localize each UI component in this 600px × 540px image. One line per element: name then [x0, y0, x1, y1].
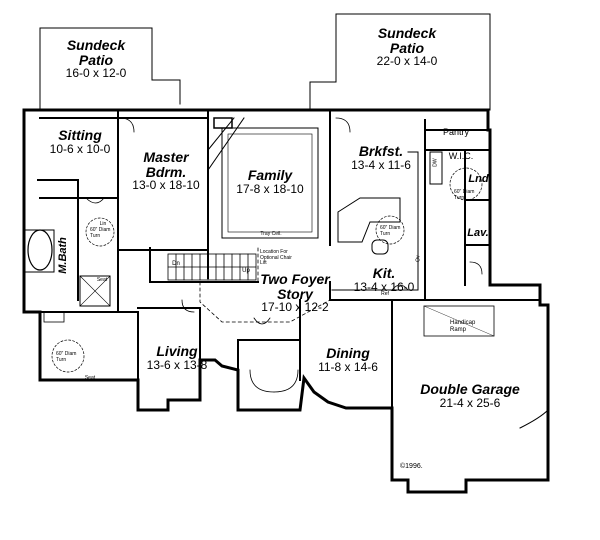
handicap-ramp: [423, 305, 495, 337]
turn-circle-kitchen: [375, 215, 405, 245]
dishwasher-label: DW: [432, 158, 439, 167]
family-label: Family 17-8 x 18-10: [236, 167, 304, 196]
sitting-label: Sitting 10-6 x 10-0: [49, 127, 111, 156]
seat-label-2: Seat: [84, 375, 96, 381]
turn-note-bath: 60" Diam Turn: [56, 351, 77, 363]
sundeck-left-label: Sundeck Patio 16-0 x 12-0: [65, 37, 127, 81]
turn-circle-laundry: [449, 167, 483, 201]
ref-label: Ref: [381, 291, 389, 297]
master-bdrm-label: Master Bdrm. 13-0 x 18-10: [132, 149, 200, 193]
chair-lift-note: Location For Optional Chair Lift: [260, 249, 292, 266]
turn-circle-master: [85, 217, 115, 247]
foyer-dashed: [199, 247, 331, 323]
lav-label: Lav.: [467, 227, 489, 239]
exterior-wall: [22, 108, 550, 494]
copyright: ©1996.: [400, 462, 423, 470]
oven-label: Ov: [415, 255, 422, 262]
bathtub: [27, 229, 53, 271]
turn-note-laundry: 60" Diam Turn: [454, 189, 475, 201]
pantry-label: Pantry: [442, 127, 469, 137]
fireplace: [213, 117, 233, 129]
garage-label: Double Garage 21-4 x 25-6: [420, 381, 520, 410]
stair-up-label: Up: [242, 268, 250, 274]
shower: [79, 275, 111, 307]
turn-note-master: 60" Diam Turn: [90, 227, 111, 239]
mbath-label: M.Bath: [57, 237, 70, 274]
tray-ceiling: [221, 127, 319, 239]
turn-note-kitchen: 60" Diam Turn: [380, 225, 401, 237]
living-label: Living 13-6 x 13-8: [146, 343, 208, 372]
kitchen-counters: [331, 151, 443, 291]
sundeck-right-outline: [309, 13, 491, 111]
seat-label: Seat: [96, 277, 108, 283]
foyer-label: Two Foyer Story 17-10 x 12-2: [260, 271, 330, 315]
wic-label: W.I.C.: [448, 151, 474, 161]
tray-ceiling-label: Tray Ceil.: [260, 231, 282, 237]
handicap-ramp-label: Handicap Ramp: [450, 320, 476, 333]
interior-walls: [37, 109, 541, 481]
linen-label: Lin: [99, 221, 107, 227]
sundeck-left-outline: [39, 27, 181, 111]
staircase: [167, 253, 257, 281]
laundry-label: Lnd.: [468, 173, 492, 185]
sundeck-right-label: Sundeck Patio 22-0 x 14-0: [376, 25, 438, 69]
dining-label: Dining 11-8 x 14-6: [318, 345, 378, 374]
brkfst-label: Brkfst. 13-4 x 11-6: [351, 143, 411, 172]
turn-circle-bath: [51, 339, 85, 373]
kit-label: Kit. 13-4 x 16-0: [353, 265, 415, 294]
stair-dn-label: Dn: [172, 261, 180, 267]
entry-door-swing: [249, 369, 275, 393]
